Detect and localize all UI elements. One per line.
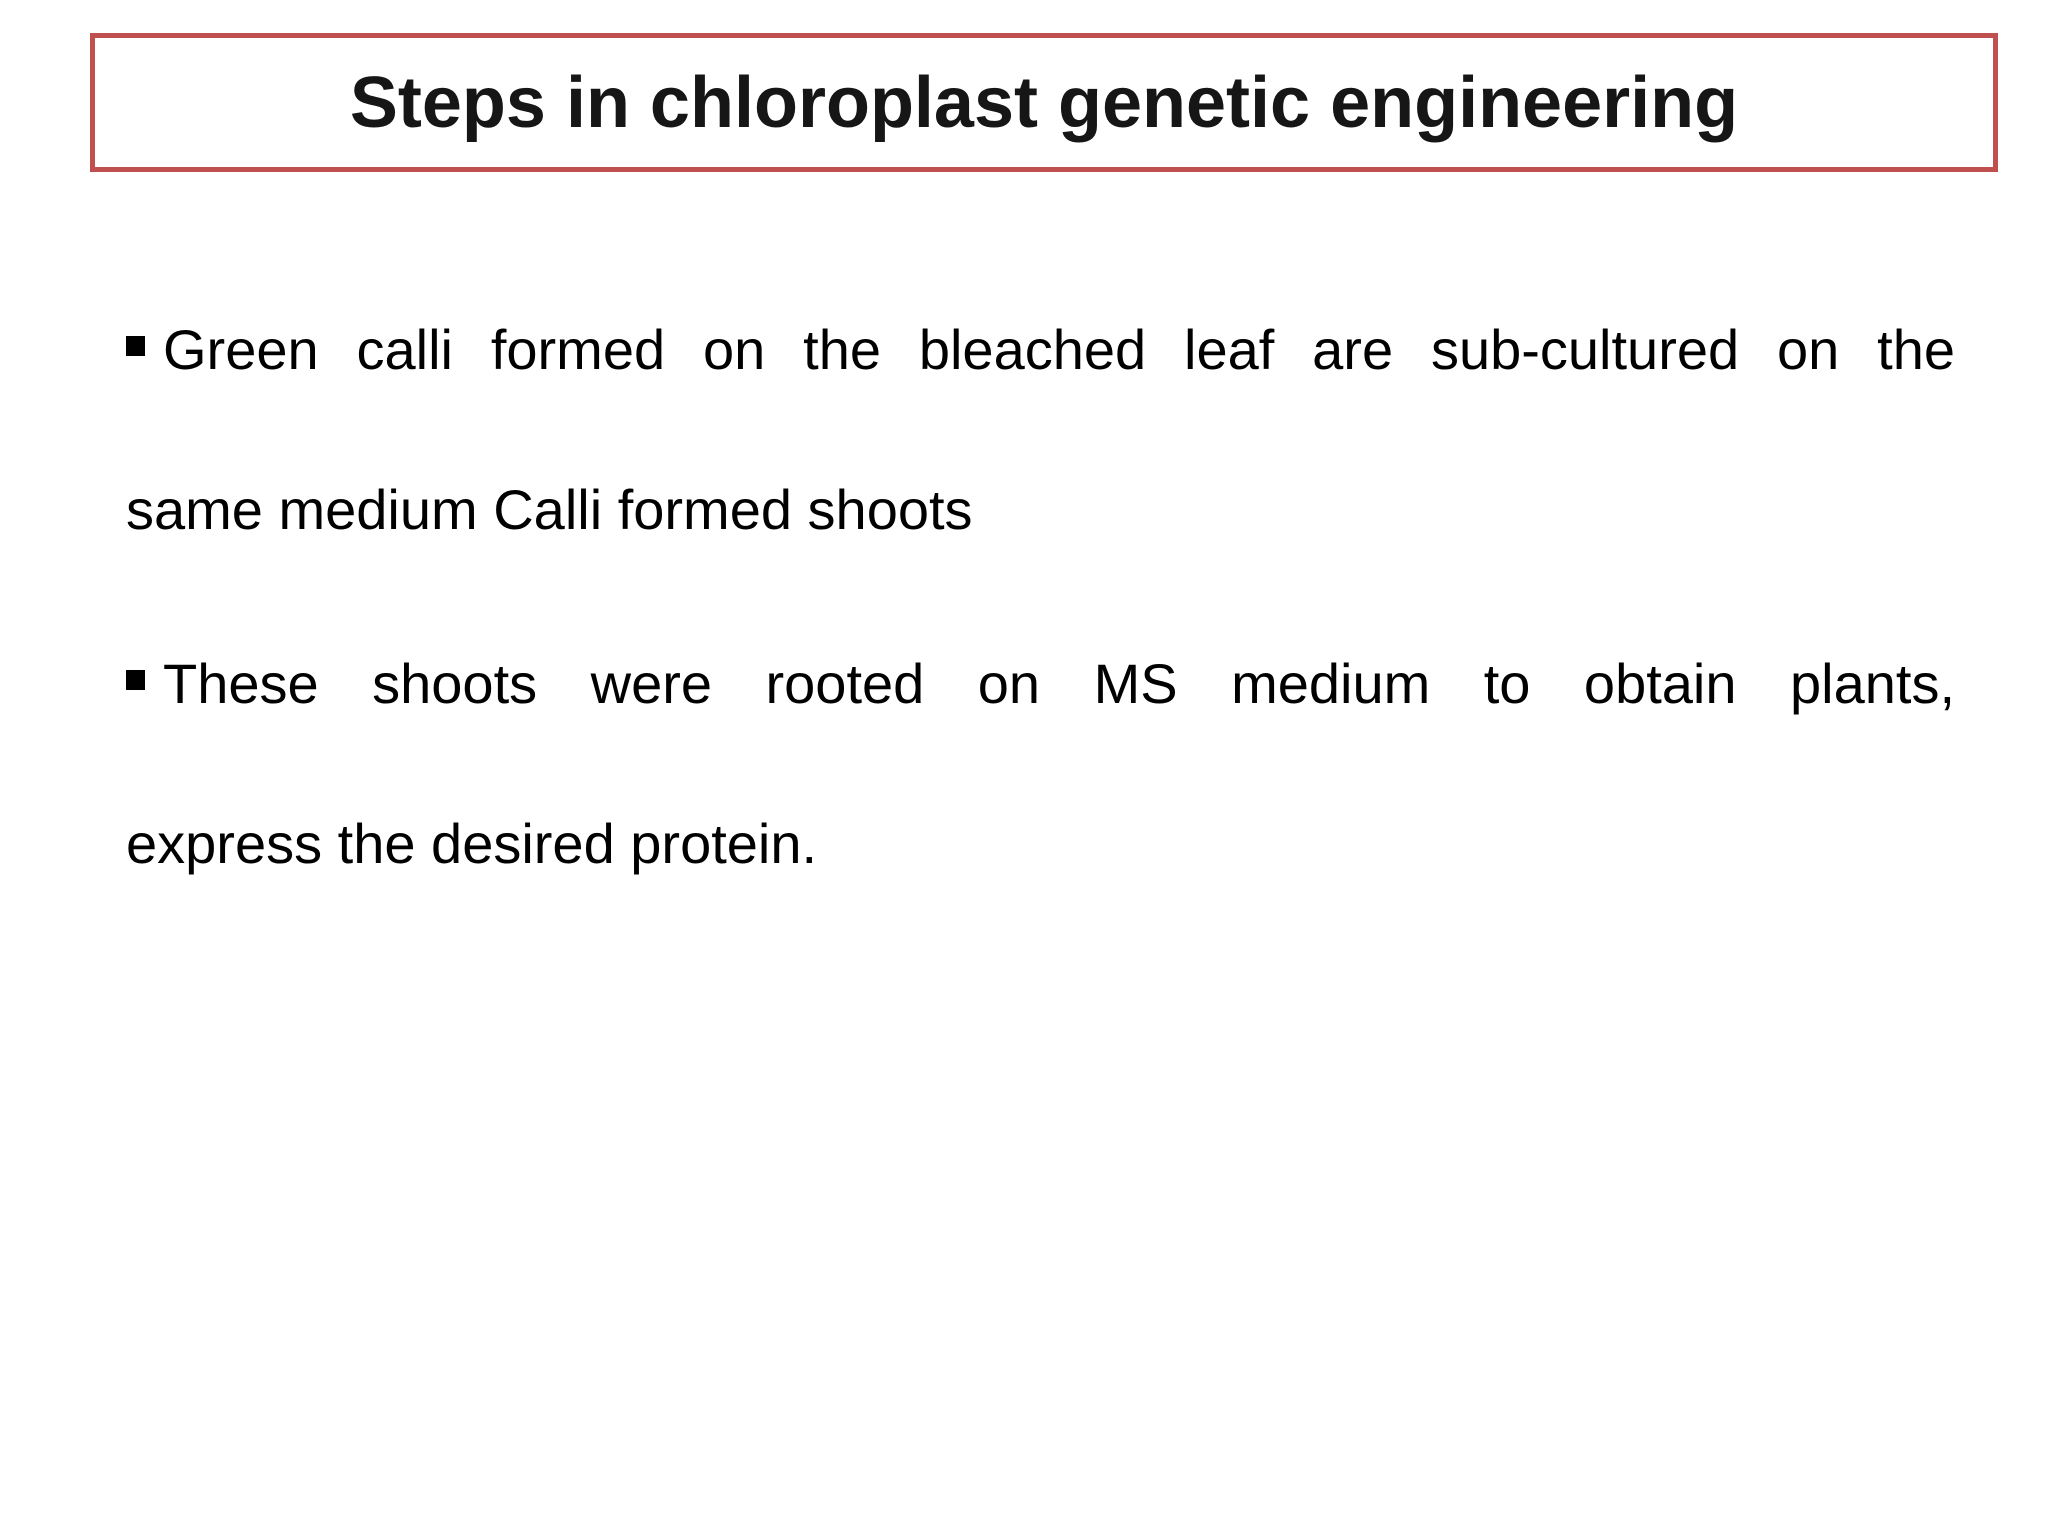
bullet-paragraph: Green calli formed on the bleached leaf … <box>126 270 1955 590</box>
paragraph-line: Green calli formed on the bleached leaf … <box>126 270 1955 430</box>
paragraph-text: same medium Calli formed shoots <box>126 478 973 541</box>
paragraph-text: express the desired protein. <box>126 812 818 875</box>
paragraph-line: express the desired protein. <box>126 764 1955 924</box>
paragraph-text: Green calli formed on the bleached leaf … <box>163 318 1955 381</box>
paragraph-line: These shoots were rooted on MS medium to… <box>126 604 1955 764</box>
bullet-icon <box>126 670 145 690</box>
slide-body: Green calli formed on the bleached leaf … <box>126 270 1955 924</box>
paragraph-text: These shoots were rooted on MS medium to… <box>163 652 1955 715</box>
bullet-paragraph: These shoots were rooted on MS medium to… <box>126 604 1955 924</box>
bullet-icon <box>126 336 145 356</box>
paragraph-line: same medium Calli formed shoots <box>126 430 1955 590</box>
slide-title-box: Steps in chloroplast genetic engineering <box>90 33 1998 172</box>
slide-title: Steps in chloroplast genetic engineering <box>349 62 1739 143</box>
